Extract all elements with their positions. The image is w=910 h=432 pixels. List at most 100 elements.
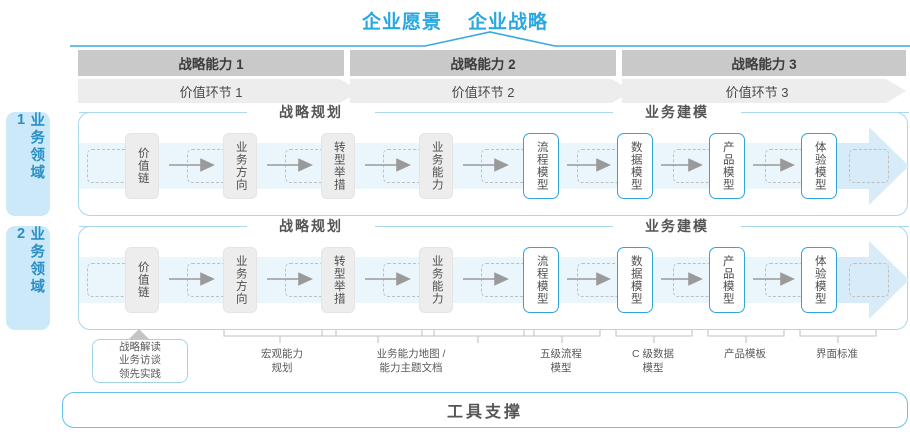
sidebar-item-domain-1[interactable]: 业务领域 1 [6, 112, 50, 216]
segment-2-title: 业务建模 [613, 103, 741, 121]
placeholder-dash-box [849, 263, 889, 297]
tool-support-bar: 工具支撑 [62, 392, 908, 428]
capability-cell-3: 战略能力 3 [622, 50, 906, 76]
node-experience-model[interactable]: 体验模型 [801, 247, 837, 313]
node-label: 价值链 [136, 261, 149, 299]
capability-cell-2: 战略能力 2 [350, 50, 616, 76]
foot-label-line-2: 规划 [271, 361, 293, 374]
brace-connectors [223, 330, 877, 343]
node-value-chain[interactable]: 价值链 [125, 247, 159, 313]
callout-line-2: 业务访谈 [119, 354, 161, 367]
flow-arrow-icon [365, 158, 411, 172]
tool-support-title: 工具支撑 [446, 404, 523, 421]
segment-1-title: 战略规划 [247, 103, 375, 121]
value-link-cell-1: 价值环节 1 [78, 79, 344, 103]
foot-label-line-1: 五级流程 [540, 348, 582, 360]
node-data-model[interactable]: 数据模型 [617, 247, 653, 313]
foot-label-line-1: 界面标准 [816, 348, 858, 360]
node-process-model[interactable]: 流程模型 [523, 133, 559, 199]
strategy-interpretation-callout[interactable]: 战略解读 业务访谈 领先实践 [92, 339, 188, 383]
foot-label-capability-map: 业务能力地图 / 能力主题文档 [342, 348, 480, 376]
sidebar-item-domain-2[interactable]: 业务领域 2 [6, 226, 50, 330]
node-process-model[interactable]: 流程模型 [523, 247, 559, 313]
value-link-cell-3: 价值环节 3 [622, 79, 892, 103]
foot-label-ui-standard: 界面标准 [778, 348, 896, 362]
flow-arrow-icon [661, 158, 703, 172]
node-label: 流程模型 [535, 255, 548, 305]
flow-arrow-icon [567, 272, 611, 286]
flow-arrow-icon [169, 158, 215, 172]
node-label: 产品模型 [721, 255, 734, 305]
segment-2-rule-right [721, 226, 909, 227]
node-transformation-measures[interactable]: 转型举措 [321, 247, 355, 313]
foot-label-macro-capability: 宏观能力 规划 [218, 348, 346, 376]
callout-line-1: 战略解读 [119, 340, 161, 353]
segment-2-rule-left [495, 112, 613, 113]
foot-label-c-level-data: C 级数据 模型 [594, 348, 712, 376]
value-link-label-2: 价值环节 2 [451, 84, 515, 100]
flow-arrow-icon [365, 272, 411, 286]
domain-row-1: 战略规划 业务建模 价值链 业务方向 转型举措 业务能力 [78, 103, 909, 216]
segment-1-rule-right [355, 112, 495, 113]
foot-label-line-1: 宏观能力 [261, 348, 303, 360]
node-label: 产品模型 [721, 141, 734, 191]
vision-peak-connector-icon [70, 31, 910, 47]
flow-arrow-icon [753, 158, 795, 172]
value-link-label-3: 价值环节 3 [725, 84, 789, 100]
callout-line-3: 领先实践 [119, 367, 161, 380]
node-label: 流程模型 [535, 141, 548, 191]
flow-arrow-icon [267, 158, 313, 172]
node-product-model[interactable]: 产品模型 [709, 247, 745, 313]
value-link-label-1: 价值环节 1 [179, 84, 243, 100]
flow-arrow-icon [753, 272, 795, 286]
foot-label-line-1: 产品模板 [724, 348, 766, 360]
node-label: 体验模型 [813, 255, 826, 305]
flow-arrow-icon [567, 158, 611, 172]
domain-row-2: 战略规划 业务建模 价值链 业务方向 转型举措 业务能力 流程模型 [78, 217, 909, 330]
node-label: 价值链 [136, 147, 149, 185]
foot-label-five-level-process: 五级流程 模型 [502, 348, 620, 376]
foot-label-line-2: 模型 [642, 361, 664, 374]
domain-1-label: 业务领域 1 [13, 112, 45, 182]
strategic-capability-bar: 战略能力 1 战略能力 2 战略能力 3 [78, 50, 906, 76]
segment-1-rule-left [79, 226, 247, 227]
foot-label-line-1: C 级数据 [632, 348, 674, 360]
node-experience-model[interactable]: 体验模型 [801, 133, 837, 199]
node-label: 业务能力 [430, 141, 443, 191]
segment-2-rule-right [721, 112, 909, 113]
node-label: 业务方向 [234, 255, 247, 305]
domain-2-label: 业务领域 2 [13, 226, 45, 296]
node-label: 转型举措 [332, 255, 345, 305]
segment-2-title: 业务建模 [613, 217, 741, 235]
node-label: 业务方向 [234, 141, 247, 191]
enterprise-vision-title: 企业愿景 [361, 11, 442, 33]
node-data-model[interactable]: 数据模型 [617, 133, 653, 199]
node-label: 数据模型 [629, 255, 642, 305]
node-business-direction[interactable]: 业务方向 [223, 247, 257, 313]
flow-arrow-icon [463, 272, 509, 286]
capability-cell-1: 战略能力 1 [78, 50, 344, 76]
vision-strategy-header: 企业愿景 企业战略 [0, 6, 910, 34]
segment-1-rule-left [79, 112, 247, 113]
node-value-chain[interactable]: 价值链 [125, 133, 159, 199]
segment-1-title: 战略规划 [247, 217, 375, 235]
node-business-direction[interactable]: 业务方向 [223, 133, 257, 199]
node-business-capability[interactable]: 业务能力 [419, 133, 453, 199]
segment-2-rule-left [495, 226, 613, 227]
foot-label-line-1: 业务能力地图 / [376, 348, 446, 360]
node-label: 转型举措 [332, 141, 345, 191]
segment-1-rule-right [355, 226, 495, 227]
foot-label-line-2: 模型 [550, 361, 572, 374]
node-product-model[interactable]: 产品模型 [709, 133, 745, 199]
value-chain-up-arrow-icon [129, 329, 149, 347]
placeholder-dash-box [849, 149, 889, 183]
flow-arrow-icon [169, 272, 215, 286]
foot-label-product-template: 产品模板 [686, 348, 804, 362]
value-link-cell-2: 价值环节 2 [350, 79, 616, 103]
flow-arrow-icon [267, 272, 313, 286]
node-business-capability[interactable]: 业务能力 [419, 247, 453, 313]
flow-arrow-icon [661, 272, 703, 286]
node-label: 数据模型 [629, 141, 642, 191]
node-transformation-measures[interactable]: 转型举措 [321, 133, 355, 199]
